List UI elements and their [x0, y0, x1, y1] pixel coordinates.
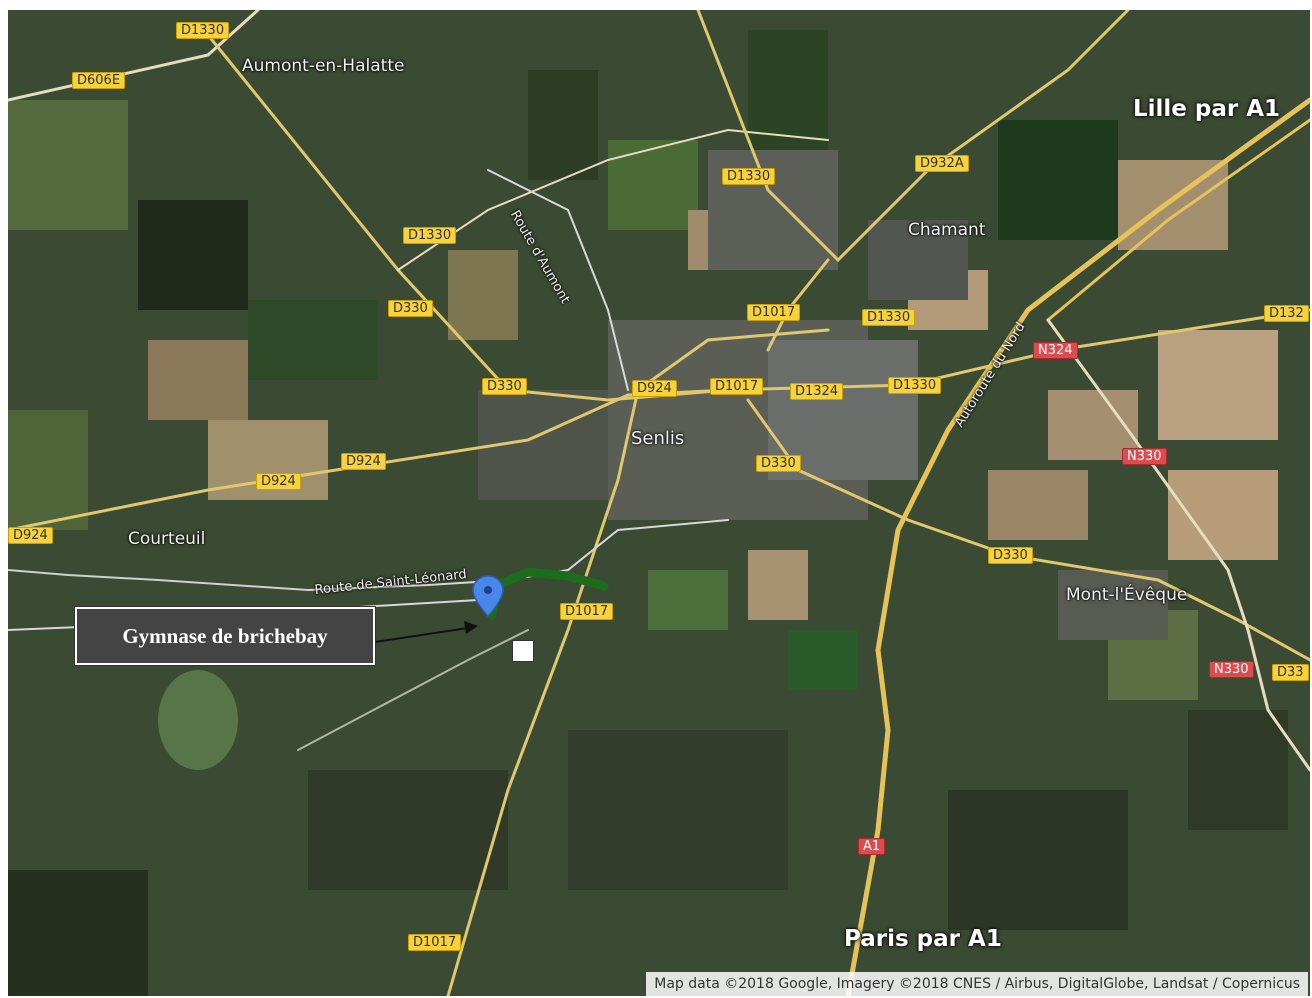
- terrain-fields: [8, 30, 1288, 996]
- route-shield: N330: [1209, 661, 1254, 678]
- route-shield: A1: [858, 838, 886, 855]
- route-shield: D924: [8, 527, 53, 544]
- route-shield: D1330: [888, 377, 942, 394]
- route-shield: D924: [341, 453, 386, 470]
- place-label-aumont: Aumont-en-Halatte: [242, 56, 405, 76]
- route-shield: D330: [988, 547, 1033, 564]
- route-shield: D606E: [72, 72, 126, 89]
- place-label-chamant: Chamant: [908, 220, 986, 240]
- route-shield: D330: [482, 378, 527, 395]
- satellite-map[interactable]: D1330 D606E D1330 D932A D1330 D330 D1017…: [8, 10, 1310, 996]
- callout-label: Gymnase de brichebay: [122, 623, 328, 648]
- route-shield: D1017: [408, 934, 462, 951]
- route-shield: D1017: [710, 378, 764, 395]
- annotation-paris: Paris par A1: [844, 926, 1002, 952]
- location-marker-icon[interactable]: [472, 575, 504, 618]
- map-imagery: [8, 10, 1310, 996]
- route-shield: D1330: [176, 22, 230, 39]
- route-shield: D924: [256, 473, 301, 490]
- place-label-courteuil: Courteuil: [128, 529, 206, 549]
- route-shield: D1017: [560, 603, 614, 620]
- route-shield: N324: [1033, 342, 1078, 359]
- route-shield: D1330: [862, 309, 916, 326]
- route-shield: D1324: [790, 383, 844, 400]
- map-attribution[interactable]: Map data ©2018 Google, Imagery ©2018 CNE…: [646, 972, 1308, 996]
- route-shield: D330: [388, 300, 433, 317]
- route-shield: D132: [1264, 305, 1309, 322]
- place-label-mont-leveque: Mont-l'Évêque: [1066, 585, 1188, 605]
- white-square-marker: [512, 640, 534, 662]
- place-label-senlis: Senlis: [631, 428, 685, 449]
- callout-arrow: [374, 621, 478, 643]
- annotation-lille: Lille par A1: [1133, 96, 1281, 122]
- route-shield: D1017: [747, 304, 801, 321]
- route-shield: D932A: [915, 155, 969, 172]
- route-shield: D924: [632, 380, 677, 397]
- route-shield: D1330: [403, 227, 457, 244]
- route-shield: D33: [1272, 664, 1309, 681]
- route-shield: D1330: [722, 168, 776, 185]
- route-shield: N330: [1122, 448, 1167, 465]
- gymnase-callout-box: Gymnase de brichebay: [75, 607, 375, 665]
- route-shield: D330: [756, 455, 801, 472]
